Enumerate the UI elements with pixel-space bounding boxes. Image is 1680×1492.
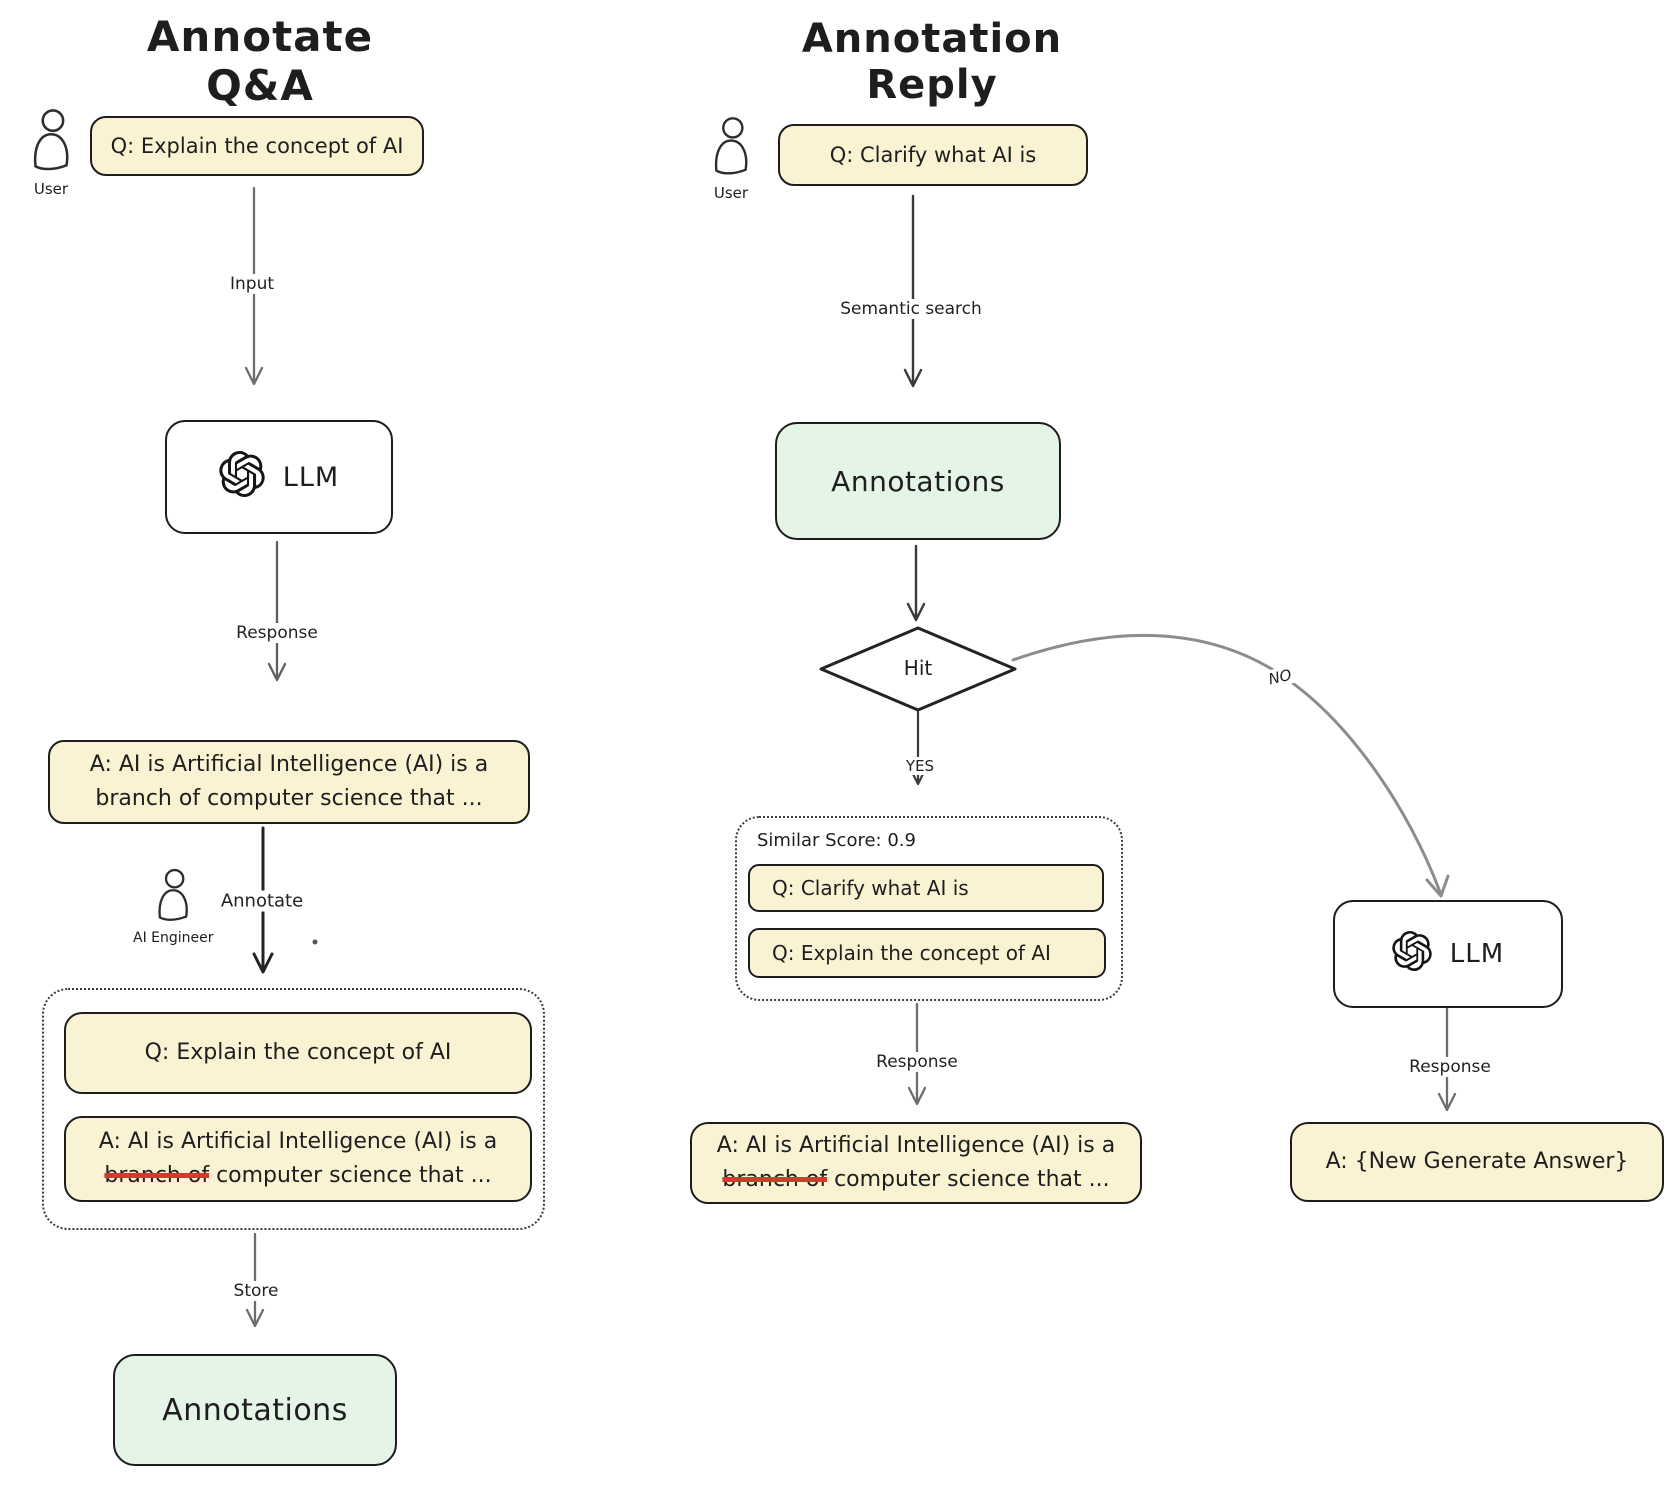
match-result-group [735,816,1123,1001]
right-column-title: Annotation Reply [801,16,1063,108]
matched-question-box-2: Q: Explain the concept of AI [748,928,1106,978]
left-column-title: Annotate Q&A [146,12,374,110]
yes-edge-label: YES [899,757,941,775]
strikethrough-text: branch of [722,1167,828,1192]
ai-engineer-persona: AI Engineer [133,868,214,946]
user-icon [26,108,76,178]
annotate-edge-label: Annotate [214,890,310,912]
matched-answer-box: A: AI is Artificial Intelligence (AI) is… [690,1122,1142,1204]
hit-diamond [819,626,1017,712]
similar-score-text: Similar Score: 0.9 [757,830,916,851]
new-answer-box: A: {New Generate Answer} [1290,1122,1664,1202]
openai-logo-icon [219,450,265,504]
response-edge-label-middle: Response [870,1052,964,1072]
question-box-right: Q: Clarify what AI is [778,124,1088,186]
annotation-group-left [42,988,545,1230]
answer-box-left: A: AI is Artificial Intelligence (AI) is… [48,740,530,824]
question-box-left: Q: Explain the concept of AI [90,116,424,176]
llm-label: LLM [282,461,340,493]
matched-question-box-1: Q: Clarify what AI is [748,864,1104,912]
ink-dot [312,939,318,945]
annotated-answer-box: A: AI is Artificial Intelligence (AI) is… [64,1116,532,1202]
ai-engineer-icon [152,868,194,928]
openai-logo-icon [1392,930,1432,978]
user-persona-left: User [26,108,76,198]
ai-engineer-label: AI Engineer [133,930,214,946]
annotated-question-box: Q: Explain the concept of AI [64,1012,532,1094]
annotations-store-box-right: Annotations [775,422,1061,540]
store-edge-label: Store [227,1281,285,1301]
user-icon [708,116,754,182]
user-persona-right: User [708,116,754,202]
user-label: User [713,184,749,202]
response-edge-label-right: Response [1403,1057,1497,1077]
semantic-search-edge-label: Semantic search [834,299,988,319]
response-edge-label-left: Response [230,623,324,643]
input-edge-label: Input [223,274,281,294]
hit-decision-label: Hit [903,656,933,680]
annotations-store-box-left: Annotations [113,1354,397,1466]
llm-box-left: LLM [165,420,393,534]
strikethrough-text: branch of [104,1163,210,1188]
llm-label: LLM [1449,939,1505,969]
user-label: User [33,180,69,198]
llm-box-right: LLM [1333,900,1563,1008]
